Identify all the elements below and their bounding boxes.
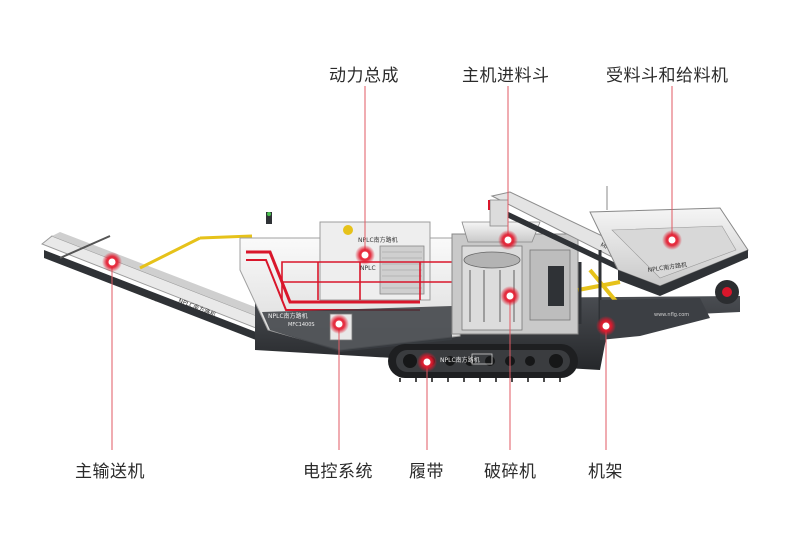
track-logo-text: NPLC南方路机: [440, 356, 480, 364]
main-conveyor: MFC1400S NPLC南方路机: [41, 232, 268, 340]
crawler-track: NPLC南方路机: [388, 344, 578, 382]
engine-logo-text: NPLC南方路机: [358, 236, 398, 244]
label-electric-control: 电控系统: [303, 462, 373, 482]
crusher-unit: [451, 221, 579, 335]
marker-dots: [102, 230, 682, 372]
label-power: 动力总成: [329, 66, 399, 86]
label-main-hopper: 主机进料斗: [462, 66, 550, 86]
label-frame: 机架: [588, 462, 623, 482]
label-crusher: 破碎机: [484, 462, 537, 482]
frame-website-text: www.nflg.com: [654, 312, 689, 318]
engine-small-mark: NPLC: [360, 265, 376, 272]
label-main-conveyor: 主输送机: [75, 462, 145, 482]
body-logo-text: NPLC南方路机: [268, 312, 308, 320]
label-receiving-hopper: 受料斗和给料机: [606, 66, 729, 86]
label-track: 履带: [409, 462, 444, 482]
leader-lines: [111, 86, 673, 450]
body-model-text: MFC1400S: [288, 322, 315, 328]
